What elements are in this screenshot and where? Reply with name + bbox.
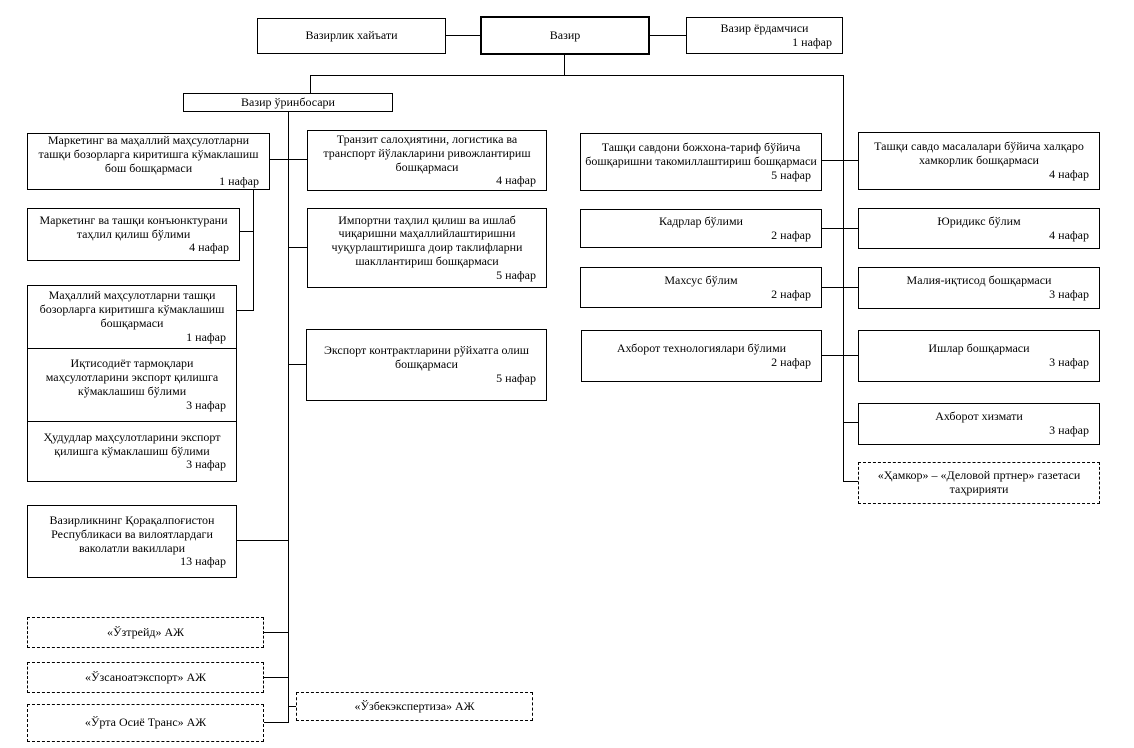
- node-label: Транзит салоҳиятини, логистика ва трансп…: [323, 131, 531, 174]
- node-count: 4 нафар: [496, 173, 536, 188]
- node-label: Юридикс бўлим: [937, 213, 1021, 228]
- node-label: «Ўзтрейд» АЖ: [107, 624, 184, 639]
- node-count: 5 нафар: [496, 370, 536, 385]
- connector-line: [310, 75, 844, 76]
- node-label: Импортни таҳлил қилиш ва ишлаб чиқаришни…: [331, 212, 523, 268]
- org-node-marketing-analysis-div: Маркетинг ва ташқи конъюнктурани таҳлил …: [27, 208, 240, 261]
- node-label: Вазирликнинг Қорақалпоғистон Республикас…: [49, 512, 215, 555]
- org-node-deputy-minister: Вазир ўринбосари: [183, 93, 393, 112]
- connector-line: [446, 35, 480, 36]
- node-count: 1 нафар: [219, 174, 259, 189]
- org-node-marketing-main-dept: Маркетинг ва маҳаллий маҳсулотларни ташқ…: [27, 133, 270, 190]
- org-node-ministry-board: Вазирлик хайъати: [257, 18, 446, 54]
- connector-line: [270, 159, 307, 160]
- node-label: Ташқи савдони божхона-тариф бўйича бошқа…: [585, 140, 817, 169]
- org-node-finance-economy-dept: Малия-иқтисод бошқармаси 3 нафар: [858, 267, 1100, 309]
- connector-line: [822, 228, 858, 229]
- connector-line: [843, 75, 844, 482]
- node-label: Экспорт контрактларини рўйхатга олиш бош…: [323, 343, 530, 372]
- node-label: Вазирлик хайъати: [305, 28, 398, 43]
- connector-line: [822, 355, 858, 356]
- node-label: Ташқи савдо масалалари бўйича халқаро ха…: [874, 139, 1084, 168]
- org-node-affairs-dept: Ишлар бошқармаси 3 нафар: [858, 330, 1100, 382]
- node-label: Маркетинг ва маҳаллий маҳсулотларни ташқ…: [38, 132, 259, 175]
- connector-line: [650, 35, 686, 36]
- connector-line: [843, 481, 858, 482]
- org-node-transit-logistics-dept: Транзит салоҳиятини, логистика ва трансп…: [307, 130, 547, 191]
- node-label: Ахборот технологиялари бўлими: [616, 341, 787, 356]
- connector-line: [240, 231, 253, 232]
- connector-line: [237, 540, 288, 541]
- node-label: Ишлар бошқармаси: [928, 341, 1030, 356]
- org-node-export-contracts-dept: Экспорт контрактларини рўйхатга олиш бош…: [306, 329, 547, 401]
- node-count: 3 нафар: [1049, 423, 1089, 437]
- node-count: 4 нафар: [1049, 227, 1089, 242]
- org-node-intl-cooperation-dept: Ташқи савдо масалалари бўйича халқаро ха…: [858, 132, 1100, 190]
- node-count: 3 нафар: [186, 457, 226, 472]
- connector-line: [822, 287, 858, 288]
- node-count: 4 нафар: [1049, 166, 1089, 181]
- org-node-economy-sectors-export-div: Иқтисодиёт тармоқлари маҳсулотларини экс…: [27, 348, 237, 422]
- connector-line: [253, 190, 254, 311]
- connector-line: [843, 422, 858, 423]
- node-label: Ахборот хизмати: [935, 409, 1023, 424]
- org-node-minister: Вазир: [480, 16, 650, 55]
- node-label: Вазир ўринбосари: [241, 94, 335, 109]
- node-label: «Ўзсаноатэкспорт» АЖ: [85, 669, 206, 684]
- node-count: 3 нафар: [186, 397, 226, 412]
- connector-line: [288, 112, 289, 723]
- node-count: 4 нафар: [189, 240, 229, 255]
- org-node-regional-representatives: Вазирликнинг Қорақалпоғистон Республикас…: [27, 505, 237, 578]
- org-node-it-division: Ахборот технологиялари бўлими 2 нафар: [581, 330, 822, 382]
- node-label: Вазир ёрдамчиси: [720, 20, 809, 35]
- org-node-uzsanoatexport: «Ўзсаноатэкспорт» АЖ: [27, 662, 264, 693]
- node-label: Кадрлар бўлими: [659, 213, 743, 228]
- org-node-legal-division: Юридикс бўлим 4 нафар: [858, 208, 1100, 249]
- connector-line: [264, 632, 288, 633]
- node-label: «Ўзбекэкспертиза» АЖ: [354, 698, 475, 713]
- connector-line: [288, 706, 296, 707]
- org-node-customs-tariff-dept: Ташқи савдони божхона-тариф бўйича бошқа…: [580, 133, 822, 191]
- connector-line: [237, 310, 253, 311]
- node-label: «Ўрта Осиё Транс» АЖ: [84, 715, 207, 730]
- node-count: 3 нафар: [1049, 355, 1089, 369]
- org-node-import-analysis-dept: Импортни таҳлил қилиш ва ишлаб чиқаришни…: [307, 208, 547, 288]
- connector-line: [288, 247, 307, 248]
- connector-line: [288, 364, 307, 365]
- org-node-regions-export-div: Ҳудудлар маҳсулотларини экспорт қилишга …: [27, 421, 237, 482]
- node-label: Маҳаллий маҳсулотларни ташқи бозорларга …: [39, 288, 225, 330]
- node-count: 1 нафар: [186, 329, 226, 344]
- node-count: 3 нафар: [1049, 287, 1089, 301]
- connector-line: [822, 160, 858, 161]
- node-count: 13 нафар: [180, 554, 226, 569]
- node-count: 2 нафар: [771, 355, 811, 369]
- org-node-urta-osiyo-trans: «Ўрта Осиё Транс» АЖ: [27, 704, 264, 742]
- connector-line: [264, 677, 288, 678]
- org-node-uzbekexpertiza: «Ўзбекэкспертиза» АЖ: [296, 692, 533, 721]
- node-count: 1 нафар: [792, 34, 832, 49]
- node-label: Ҳудудлар маҳсулотларини экспорт қилишга …: [43, 429, 221, 458]
- node-label: «Ҳамкор» – «Деловой пртнер» газетаси таҳ…: [877, 468, 1081, 496]
- node-label: Махсус бўлим: [664, 272, 738, 287]
- org-node-hr-division: Кадрлар бўлими 2 нафар: [580, 209, 822, 248]
- node-count: 2 нафар: [771, 227, 811, 242]
- node-count: 5 нафар: [771, 167, 811, 182]
- org-node-minister-assistant: Вазир ёрдамчиси 1 нафар: [686, 17, 843, 54]
- connector-line: [264, 722, 288, 723]
- node-label: Иқтисодиёт тармоқлари маҳсулотларини экс…: [45, 356, 219, 398]
- org-node-special-division: Махсус бўлим 2 нафар: [580, 267, 822, 308]
- connector-line: [310, 75, 311, 93]
- org-node-uztrade: «Ўзтрейд» АЖ: [27, 617, 264, 648]
- org-node-hamkor-newspaper: «Ҳамкор» – «Деловой пртнер» газетаси таҳ…: [858, 462, 1100, 504]
- connector-line: [564, 55, 565, 76]
- node-label: Вазир: [549, 27, 581, 42]
- node-count: 5 нафар: [496, 267, 536, 282]
- node-label: Малия-иқтисод бошқармаси: [906, 273, 1052, 288]
- node-label: Маркетинг ва ташқи конъюнктурани таҳлил …: [39, 212, 228, 241]
- node-count: 2 нафар: [771, 286, 811, 301]
- org-node-local-products-dept: Маҳаллий маҳсулотларни ташқи бозорларга …: [27, 285, 237, 349]
- org-node-information-service: Ахборот хизмати 3 нафар: [858, 403, 1100, 445]
